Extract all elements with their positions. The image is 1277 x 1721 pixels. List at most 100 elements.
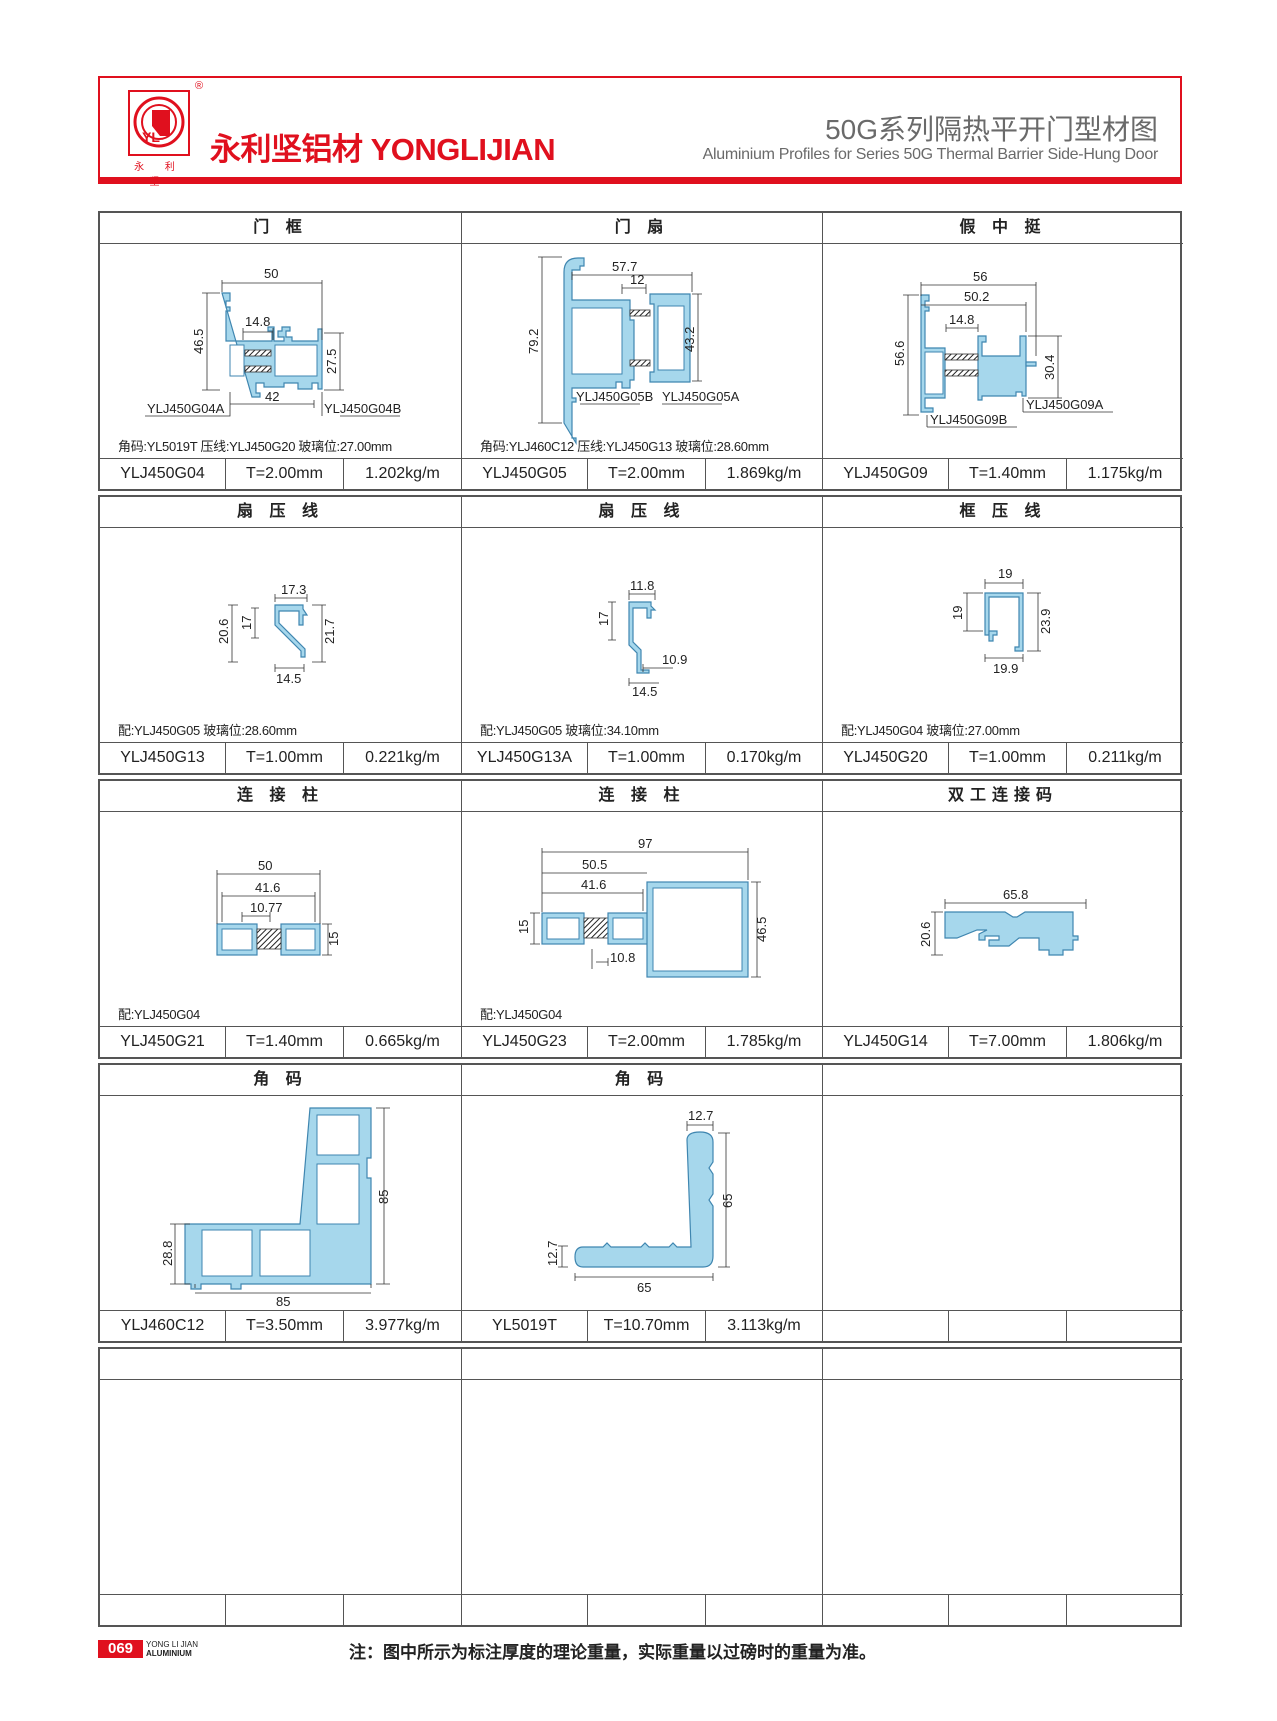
profile-code: YLJ450G13A bbox=[476, 749, 573, 766]
dimension-label: 14.8 bbox=[245, 314, 270, 329]
dimension-label: 65 bbox=[637, 1280, 651, 1295]
dimension-label: 30.4 bbox=[1042, 355, 1057, 380]
profile-cell: 扇 压 线 17.3 20.6 17 21.7 14.5 配:YLJ450G05… bbox=[100, 497, 461, 773]
profile-shape bbox=[316, 1163, 360, 1225]
cell-title: 角 码 bbox=[100, 1065, 461, 1096]
dimension-label: 17 bbox=[239, 616, 254, 630]
dimension-label: 50.2 bbox=[964, 289, 989, 304]
wall-thickness: T=7.00mm bbox=[948, 1027, 1066, 1057]
unit-weight bbox=[343, 1595, 461, 1625]
profile-shape bbox=[924, 351, 944, 395]
dimension-label: 20.6 bbox=[216, 619, 231, 644]
cell-title: 连 接 柱 bbox=[462, 781, 822, 812]
dimension-label: 85 bbox=[376, 1190, 391, 1204]
dimension-line bbox=[931, 899, 1087, 956]
dimension-label: 14.5 bbox=[276, 671, 301, 686]
wall-thickness: T=2.00mm bbox=[587, 1027, 705, 1057]
profile-shape bbox=[629, 309, 651, 317]
dimension-line bbox=[608, 590, 673, 686]
profile-shape bbox=[285, 928, 316, 951]
cell-title: 框 压 线 bbox=[823, 497, 1183, 528]
unit-weight: 3.977kg/m bbox=[343, 1311, 461, 1341]
profile-shape bbox=[657, 305, 685, 371]
dimension-label: 41.6 bbox=[581, 877, 606, 892]
dimension-line bbox=[530, 848, 761, 978]
dimension-label: 65 bbox=[720, 1194, 735, 1208]
wall-thickness: T=1.40mm bbox=[225, 1027, 343, 1057]
page-subtitle: Aluminium Profiles for Series 50G Therma… bbox=[702, 146, 1159, 163]
dimension-label: YL bbox=[142, 129, 160, 145]
profile-shape bbox=[977, 335, 1027, 401]
profile-note: 角码:YLJ460C12 压线:YLJ450G13 玻璃位:28.60mm bbox=[480, 439, 769, 454]
dimension-label: 11.8 bbox=[630, 578, 654, 593]
unit-weight: 1.806kg/m bbox=[1066, 1027, 1183, 1057]
profile-shape bbox=[152, 110, 170, 136]
unit-weight: 1.202kg/m bbox=[343, 459, 461, 489]
profile-shape bbox=[229, 344, 245, 377]
profile-shape bbox=[1025, 361, 1037, 367]
profile-shape bbox=[628, 601, 657, 674]
wall-thickness: T=1.40mm bbox=[948, 459, 1066, 489]
profile-cell: 假 中 挺 56 50.2 14.8 56.6 30.4 YLJ450G09A … bbox=[822, 213, 1183, 489]
wall-thickness: T=1.00mm bbox=[587, 743, 705, 773]
profile-cell: 门 框 50 14.8 46.5 27.5 42 YLJ450G04A YLJ4… bbox=[100, 213, 461, 489]
spec-row bbox=[462, 1594, 822, 1625]
profile-code bbox=[823, 1595, 948, 1625]
profile-cell-empty bbox=[822, 1349, 1183, 1625]
profile-code: YLJ450G14 bbox=[843, 1033, 928, 1050]
profile-shape bbox=[574, 1131, 714, 1268]
wall-thickness: T=10.70mm bbox=[587, 1311, 705, 1341]
profile-code: YLJ450G21 bbox=[120, 1033, 205, 1050]
profile-shape bbox=[583, 917, 609, 939]
footer-brand-line1: YONG LI JIAN bbox=[146, 1640, 199, 1649]
unit-weight: 1.175kg/m bbox=[1066, 459, 1183, 489]
spec-row bbox=[823, 1594, 1183, 1625]
profile-drawing-connector-post: 50 41.6 10.77 15 bbox=[216, 858, 341, 956]
dimension-label: YLJ450G09B bbox=[930, 412, 1007, 427]
dimension-label: 23.9 bbox=[1038, 609, 1053, 634]
dimension-label: 65.8 bbox=[1003, 887, 1028, 902]
wall-thickness: T=2.00mm bbox=[587, 459, 705, 489]
wall-thickness bbox=[587, 1595, 705, 1625]
profile-code: YLJ450G04 bbox=[120, 465, 205, 482]
weight-disclaimer: 注：图中所示为标注厚度的理论重量，实际重量以过磅时的重量为准。 bbox=[349, 1643, 876, 1662]
profile-drawing-sash-bead: 17.3 20.6 17 21.7 14.5 bbox=[216, 582, 337, 686]
cell-title: 角 码 bbox=[462, 1065, 822, 1096]
profile-shape bbox=[274, 604, 309, 658]
profile-drawing-connector-post-large: 97 50.5 41.6 15 10.8 46.5 bbox=[516, 836, 769, 978]
cell-title bbox=[823, 1349, 1183, 1380]
dimension-line bbox=[558, 1121, 730, 1281]
profile-drawing-frame-bead: 19 19 23.9 19.9 bbox=[950, 566, 1053, 676]
profile-shape bbox=[571, 307, 623, 375]
dimension-label: 42 bbox=[265, 389, 279, 404]
dimension-line bbox=[216, 870, 332, 956]
wall-thickness: T=3.50mm bbox=[225, 1311, 343, 1341]
dimension-label: YLJ450G09A bbox=[1026, 397, 1104, 412]
dimension-label: 50 bbox=[264, 266, 278, 281]
unit-weight bbox=[1066, 1311, 1183, 1341]
cell-title: 双工连接码 bbox=[823, 781, 1183, 812]
dimension-label: 15 bbox=[516, 920, 531, 934]
unit-weight: 0.665kg/m bbox=[343, 1027, 461, 1057]
dimension-label: 17 bbox=[596, 612, 611, 626]
dimension-label: 27.5 bbox=[324, 349, 339, 374]
cell-title: 连 接 柱 bbox=[100, 781, 461, 812]
profile-code: YLJ450G09 bbox=[843, 465, 928, 482]
profile-shape bbox=[944, 369, 979, 377]
profile-cell: 门 扇 57.7 12 79.2 43.2 YLJ450G05B YLJ450G… bbox=[461, 213, 822, 489]
dimension-label: 97 bbox=[638, 836, 652, 851]
profile-code bbox=[823, 1311, 948, 1341]
profile-row: 连 接 柱 50 41.6 10.77 15 配:YLJ450G04 YLJ45… bbox=[98, 779, 1183, 1059]
unit-weight: 3.113kg/m bbox=[705, 1311, 822, 1341]
dimension-label: 50.5 bbox=[582, 857, 607, 872]
profile-shape bbox=[984, 592, 1024, 652]
dimension-label: 56.6 bbox=[892, 341, 907, 366]
unit-weight: 0.170kg/m bbox=[705, 743, 822, 773]
profile-shape bbox=[629, 359, 651, 367]
dimension-label: 50 bbox=[258, 858, 272, 873]
unit-weight bbox=[1066, 1595, 1183, 1625]
dimension-line bbox=[145, 280, 400, 417]
